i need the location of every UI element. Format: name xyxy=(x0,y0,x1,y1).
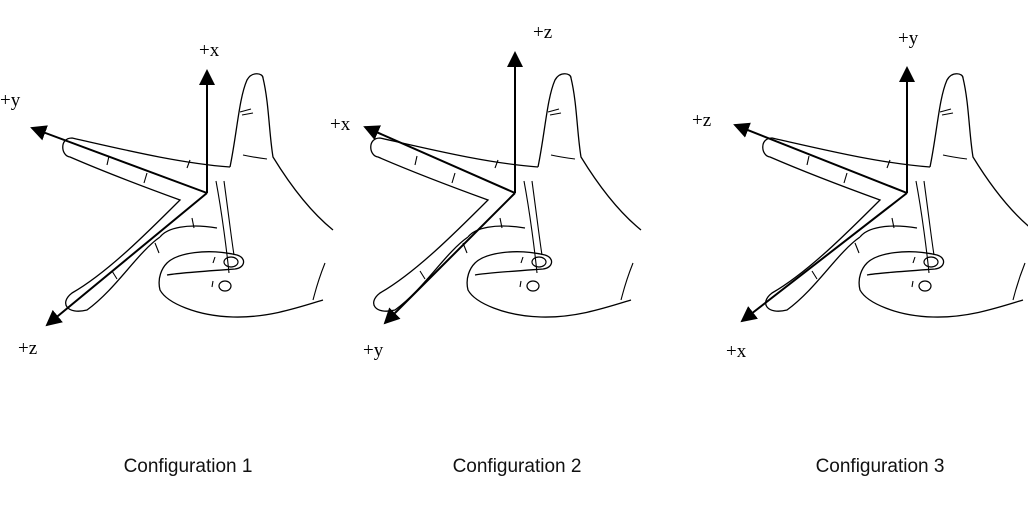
axis-label-down-2: +y xyxy=(363,340,384,361)
axis-label-down-3: +x xyxy=(726,341,747,362)
axis-label-left-2: +x xyxy=(330,114,351,135)
axis-label-up-2: +z xyxy=(533,22,553,43)
axis-label-up-3: +y xyxy=(898,28,919,49)
hand-icon xyxy=(62,73,334,318)
down-axis-arrow xyxy=(740,192,908,323)
caption-configuration-3: Configuration 3 xyxy=(815,456,945,477)
hand-icon xyxy=(370,73,642,318)
axis-label-left-1: +y xyxy=(0,90,21,111)
axis-label-up-1: +x xyxy=(199,40,220,61)
left-axis-arrow xyxy=(363,125,516,194)
left-axis-arrow xyxy=(733,122,908,194)
hand-configuration-3 xyxy=(733,66,1028,323)
hand-configuration-1 xyxy=(30,69,334,327)
caption-configuration-2: Configuration 2 xyxy=(452,456,582,477)
axis-label-down-1: +z xyxy=(18,338,38,359)
axis-label-left-3: +z xyxy=(692,110,712,131)
left-axis-arrow xyxy=(30,125,208,194)
caption-configuration-1: Configuration 1 xyxy=(123,456,253,477)
hand-icon xyxy=(762,73,1028,318)
hand-configuration-2 xyxy=(363,51,642,325)
down-axis-arrow xyxy=(383,192,516,325)
down-axis-arrow xyxy=(45,192,208,327)
